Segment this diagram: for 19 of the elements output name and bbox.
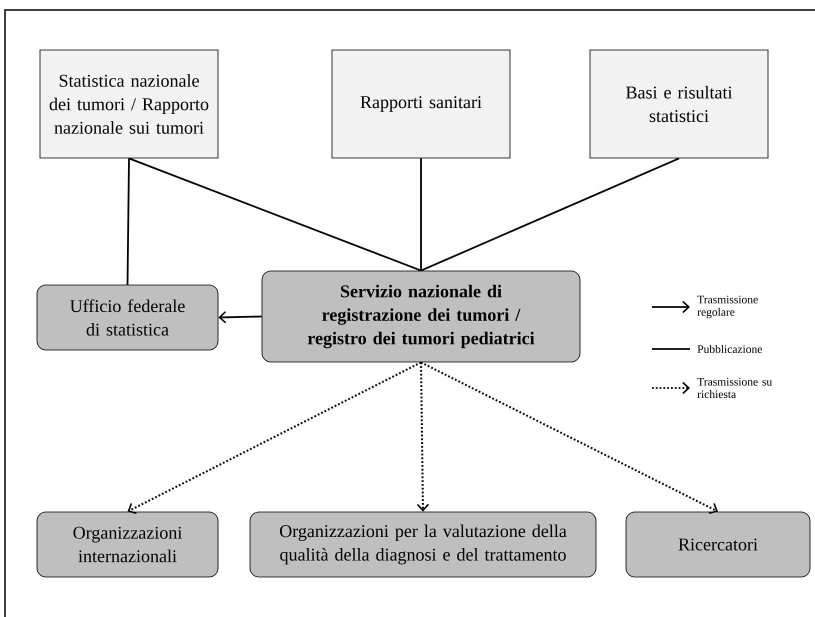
arrow bbox=[420, 362, 718, 514]
info-box: Rapporti sanitari bbox=[332, 50, 510, 158]
arrow bbox=[416, 362, 429, 512]
connector-line bbox=[420, 158, 422, 271]
legend-label: Trasmissione su richiesta bbox=[697, 378, 772, 398]
connector-line bbox=[420, 158, 680, 272]
legend-label: Pubblicazione bbox=[698, 344, 762, 354]
info-box: Statistica nazionale dei tumori / Rapporto nazionale sui tumori bbox=[40, 50, 218, 158]
process-box: Organizzazioni internazionali bbox=[36, 512, 218, 578]
process-box: Organizzazioni per la valutazione della qualità della diagnosi e del trattamento bbox=[250, 512, 596, 578]
arrow bbox=[128, 362, 422, 514]
process-box: Ricercatori bbox=[626, 512, 810, 578]
process-box: Ufficio federale di statistica bbox=[36, 284, 218, 350]
connector-line bbox=[128, 158, 422, 272]
process-box: Servizio nazionale di registrazione dei tumori / registro dei tumori pediatrici bbox=[262, 270, 580, 362]
arrow bbox=[218, 311, 262, 324]
info-box: Basi e risultati statistici bbox=[590, 50, 768, 158]
legend-label: Trasmissione regolare bbox=[697, 296, 758, 318]
connector-line bbox=[126, 158, 130, 285]
